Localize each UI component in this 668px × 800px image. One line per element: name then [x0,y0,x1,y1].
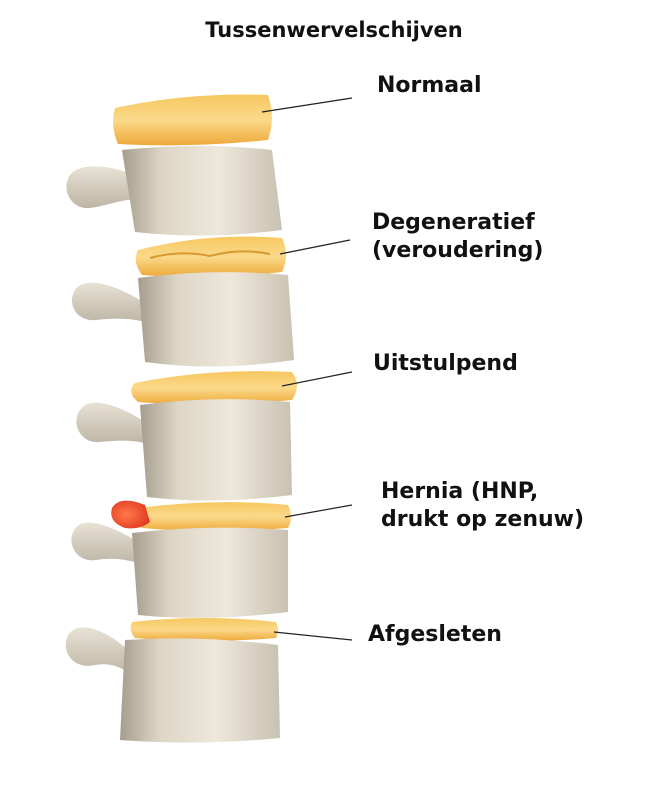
leader-line-afgesleten [273,631,353,641]
label-degeneratief-line1: Degeneratief [372,210,535,235]
vertebral-body-1 [122,146,282,236]
vertebra-1 [66,146,282,236]
spinous-process-2 [71,282,145,322]
label-normaal: Normaal [377,73,482,98]
label-hernia-line1: Hernia (HNP, [381,479,539,504]
vertebra-3 [76,399,292,501]
label-hernia-line2: drukt op zenuw) [381,507,585,532]
herniation-bulge [111,500,150,529]
label-uitstulpend: Uitstulpend [373,351,518,376]
leader-line-normaal [261,97,353,113]
disc-normal [113,94,272,146]
disc-herniated [135,502,291,531]
vertebral-body-4 [132,527,288,618]
label-afgesleten: Afgesleten [368,622,502,647]
leader-line-hernia [284,504,353,518]
disc-bulging [131,371,297,405]
vertebra-5 [65,627,280,743]
vertebra-4 [71,522,288,618]
spinous-process-3 [76,402,148,444]
spinous-process-5 [65,627,132,675]
leader-line-degeneratief [279,239,351,255]
disc-crack [149,250,271,259]
vertebral-body-3 [140,399,292,501]
vertebral-body-5 [120,638,280,743]
disc-worn [130,618,278,641]
label-hernia: Hernia (HNP, drukt op zenuw) [381,478,584,534]
vertebra-2 [71,272,294,367]
vertebral-body-2 [138,272,294,367]
spinous-process-1 [66,166,138,209]
diagram-title: Tussenwervelschijven [205,18,463,42]
label-degeneratief-line2: (veroudering) [372,238,544,263]
label-degeneratief: Degeneratief (veroudering) [372,209,543,265]
spinous-process-4 [71,522,142,564]
leader-line-uitstulpend [281,371,353,387]
